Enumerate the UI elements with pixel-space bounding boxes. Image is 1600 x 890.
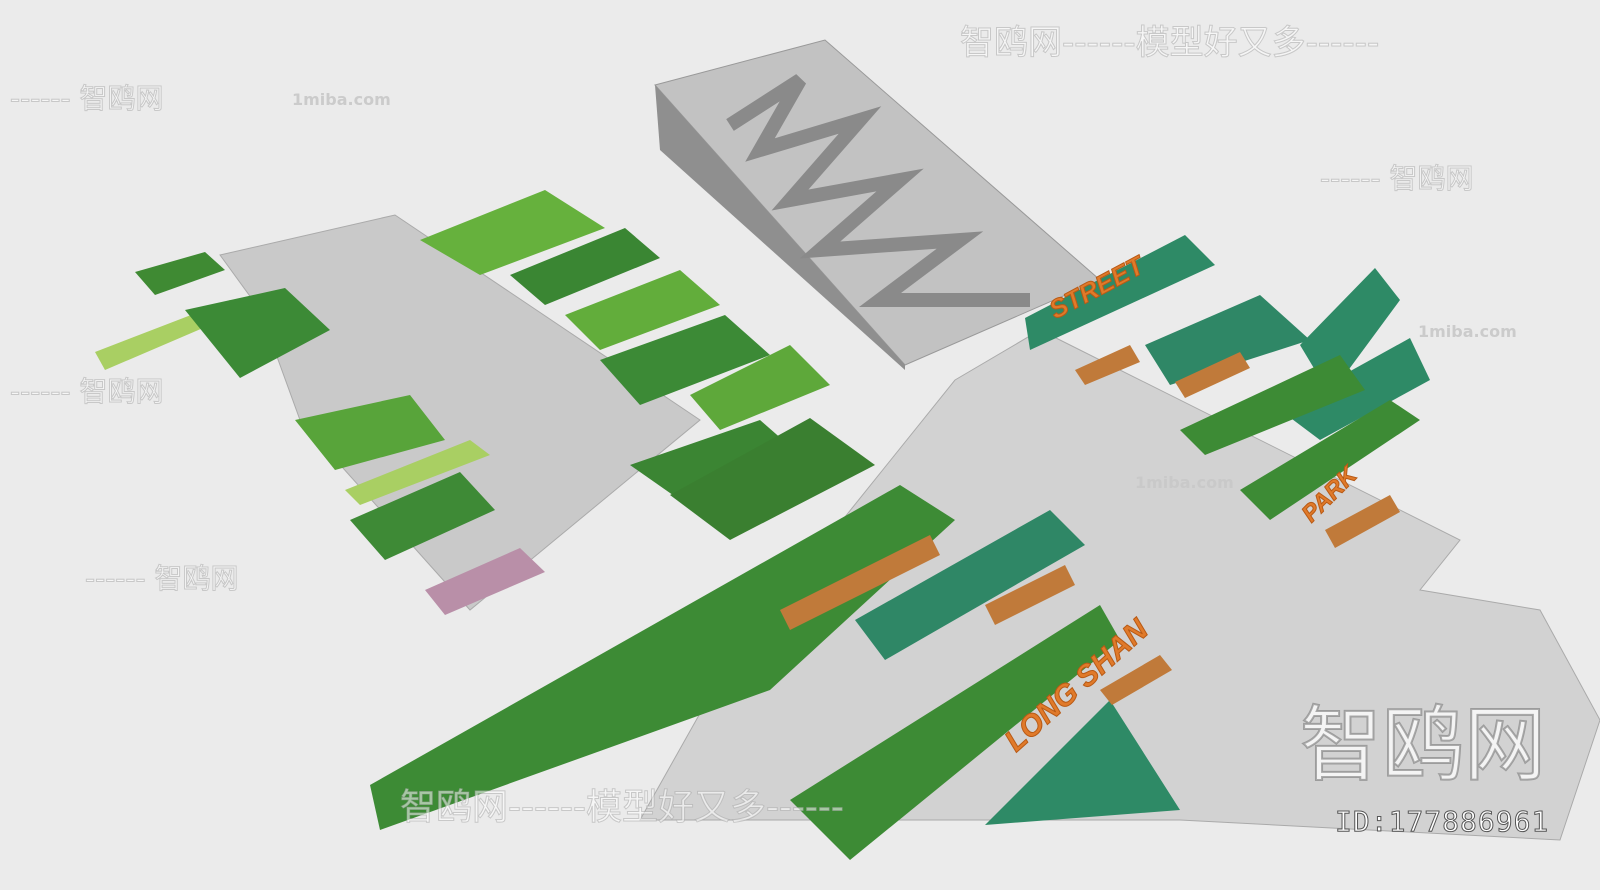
stepped-ramp-model: [654, 39, 1101, 370]
hedge-block: [670, 418, 875, 540]
hedge-block: [350, 472, 495, 560]
hedge-block: [600, 315, 770, 405]
watermark-site: 1miba.com: [292, 90, 391, 109]
wood-bench: [1175, 352, 1250, 398]
watermark-short: ------ 智鸥网: [85, 562, 240, 595]
watermark-bottom: 智鸥网------模型好又多------: [400, 787, 845, 828]
teal-bed: [1145, 295, 1310, 385]
hedge-block: [135, 252, 225, 295]
teal-bed: [1025, 235, 1215, 350]
wood-bench: [1325, 495, 1400, 548]
watermark-id: ID:177886961: [1334, 805, 1550, 838]
hedge-bed: [790, 605, 1120, 860]
teal-triangle: [985, 700, 1180, 825]
wood-bench: [985, 565, 1075, 625]
teal-bed: [855, 510, 1085, 660]
watermark-top: 智鸥网------模型好又多------: [959, 23, 1380, 63]
hedge-block: [630, 420, 800, 500]
left-paving: [219, 214, 701, 611]
watermark-short: ------ 智鸥网: [10, 82, 165, 115]
watermark-site: 1miba.com: [1135, 473, 1234, 492]
wood-bench: [1100, 655, 1172, 705]
hedge-block: [185, 288, 330, 378]
lawn-block: [690, 345, 830, 430]
watermark-short: ------ 智鸥网: [10, 375, 165, 408]
watermark-logo: 智鸥网: [1299, 698, 1547, 793]
hedge-block: [510, 228, 660, 305]
watermark-site: 1miba.com: [1418, 322, 1517, 341]
flower-bed: [425, 548, 545, 615]
left-garden-model: [95, 190, 875, 615]
hedge-bed: [1240, 400, 1420, 520]
wood-bench: [780, 535, 940, 630]
lawn-strip: [345, 440, 490, 505]
watermark-short: ------ 智鸥网: [1320, 162, 1475, 195]
hedge-slope: [370, 485, 955, 830]
plaza-model: [370, 235, 1600, 860]
lawn-block: [420, 190, 605, 275]
lawn-block: [565, 270, 720, 350]
lawn-block: [295, 395, 445, 470]
hedge-bed: [1180, 355, 1365, 455]
wood-bench: [1075, 345, 1140, 385]
